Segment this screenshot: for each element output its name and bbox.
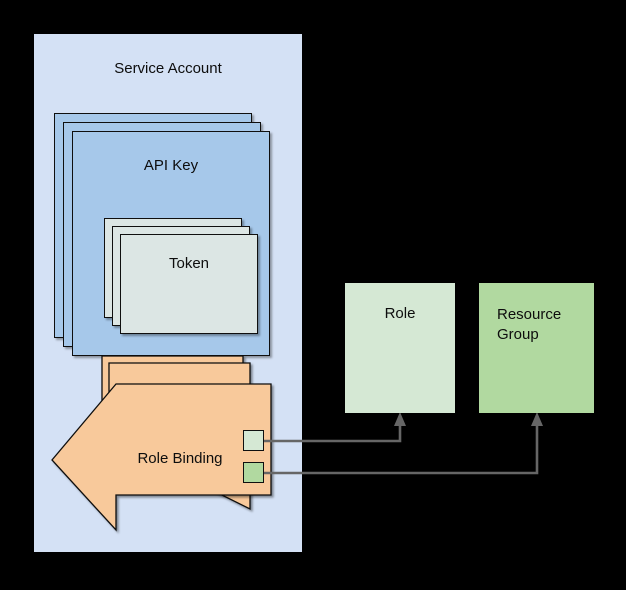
service-account-label: Service Account (114, 60, 222, 77)
role-binding-port-role[interactable] (243, 430, 264, 451)
resource-group-label-line2: Group (497, 326, 539, 343)
connector-role-arrowhead (394, 412, 406, 426)
role-box-label: Role (384, 305, 416, 322)
resource-group-label-line1: Resource (497, 306, 562, 323)
api-key-label: API Key (143, 157, 199, 174)
connector-resource-group-arrowhead (531, 412, 543, 426)
resource-group-box[interactable]: Resource Group (479, 283, 594, 413)
connector-resource-group (264, 424, 539, 475)
resource-group-box-label: Resource Group (497, 305, 583, 345)
role-binding-label: Role Binding (137, 450, 223, 467)
token-card-front[interactable]: Token (120, 234, 258, 334)
role-box[interactable]: Role (345, 283, 455, 413)
role-binding-port-resource-group[interactable] (243, 462, 264, 483)
token-label: Token (168, 255, 210, 272)
